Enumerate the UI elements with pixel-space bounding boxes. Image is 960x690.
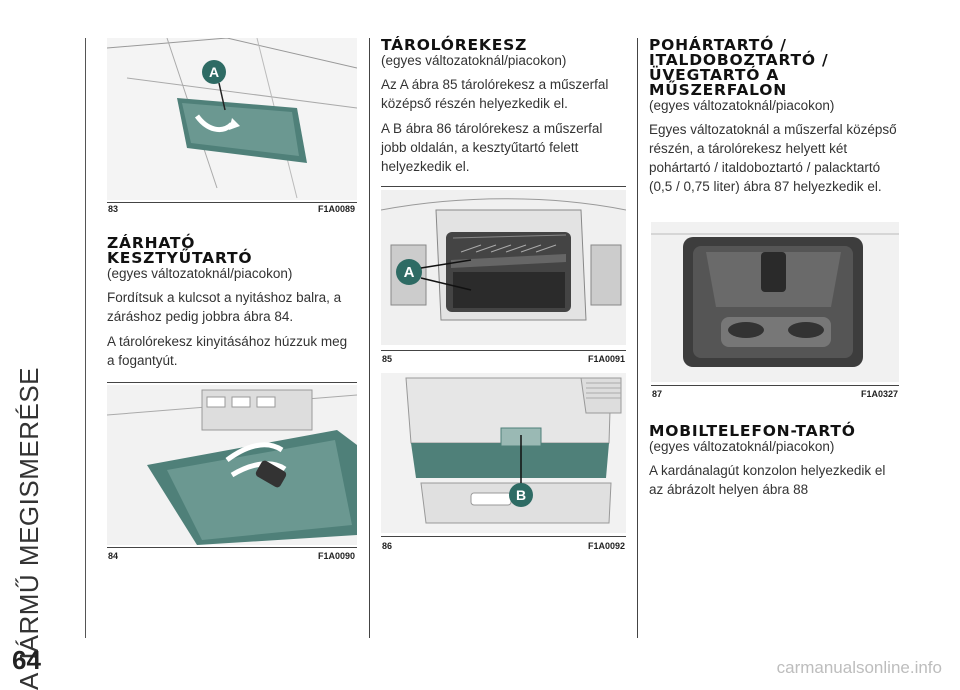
watermark: carmanualsonline.info <box>776 658 942 677</box>
figure-85-rule <box>381 350 626 351</box>
section-cupholder: POHÁRTARTÓ / ITALDOBOZTARTÓ / ÜVEGTARTÓ … <box>649 36 899 196</box>
subtitle-variants: (egyes változatoknál/piacokon) <box>649 98 835 113</box>
figure-85-top-rule <box>381 186 626 187</box>
heading-storage-compartment: TÁROLÓREKESZ <box>381 36 528 54</box>
figure-85-number: 85 <box>382 354 393 364</box>
section-locking-glovebox: ZÁRHATÓ KESZTYŰTARTÓ (egyes változatokná… <box>107 234 357 370</box>
figure-83-number: 83 <box>108 204 119 214</box>
column-divider-1 <box>369 38 370 638</box>
paragraph-storage-b: A B ábra 86 tárolórekesz a műszerfal job… <box>381 121 603 174</box>
heading-lockable-glovebox: ZÁRHATÓ KESZTYŰTARTÓ <box>107 234 357 267</box>
section-storage: TÁROLÓREKESZ (egyes változatoknál/piacok… <box>381 36 626 176</box>
heading-cupholder: POHÁRTARTÓ / ITALDOBOZTARTÓ / ÜVEGTARTÓ … <box>649 36 829 99</box>
figure-86-code: F1A0092 <box>588 541 626 551</box>
column-divider-2 <box>637 38 638 638</box>
subtitle-variants: (egyes változatoknál/piacokon) <box>649 439 835 454</box>
subtitle-variants: (egyes változatoknál/piacokon) <box>107 266 293 281</box>
callout-a-83: A <box>209 64 219 80</box>
figure-84-rule <box>107 547 357 548</box>
paragraph-handle-instruction: A tárolórekesz kinyitásához húzzuk meg a… <box>107 334 348 368</box>
chapter-title-text: A JÁRMŰ MEGISMERÉSE <box>14 367 44 690</box>
figure-84-top-rule <box>107 382 357 383</box>
paragraph-phone-holder: A kardánalagút konzolon helyezkedik el a… <box>649 463 886 497</box>
callout-b-86: B <box>516 487 526 503</box>
figure-86-number: 86 <box>382 541 393 551</box>
paragraph-key-instruction: Fordítsuk a kulcsot a nyitáshoz balra, a… <box>107 290 342 324</box>
figure-83-rule <box>107 202 357 203</box>
heading-line: ZÁRHATÓ KESZTYŰTARTÓ <box>107 234 253 267</box>
figure-83-code: F1A0089 <box>318 204 356 214</box>
subtitle-variants: (egyes változatoknál/piacokon) <box>381 53 567 68</box>
figure-87 <box>651 222 899 382</box>
section-phone-holder: MOBILTELEFON-TARTÓ (egyes változatoknál/… <box>649 422 899 499</box>
figure-84 <box>107 385 357 545</box>
figure-84-code: F1A0090 <box>318 551 356 561</box>
figure-85: A <box>381 190 626 345</box>
figure-86-rule <box>381 536 626 537</box>
paragraph-cupholder: Egyes változatoknál a műszerfal középső … <box>649 122 897 194</box>
figure-87-rule <box>651 385 899 386</box>
chapter-side-title: A JÁRMŰ MEGISMERÉSE <box>10 40 70 690</box>
heading-phone-holder: MOBILTELEFON-TARTÓ <box>649 422 856 440</box>
side-divider <box>85 38 86 638</box>
figure-84-number: 84 <box>108 551 119 561</box>
page-number: 64 <box>12 645 41 675</box>
callout-a-85: A <box>404 264 415 281</box>
figure-87-code: F1A0327 <box>861 389 899 399</box>
figure-85-code: F1A0091 <box>588 354 626 364</box>
figure-87-number: 87 <box>652 389 663 399</box>
paragraph-storage-a: Az A ábra 85 tárolórekesz a műszerfal kö… <box>381 77 609 111</box>
figure-83: A <box>107 38 357 200</box>
figure-86: B <box>381 373 626 533</box>
